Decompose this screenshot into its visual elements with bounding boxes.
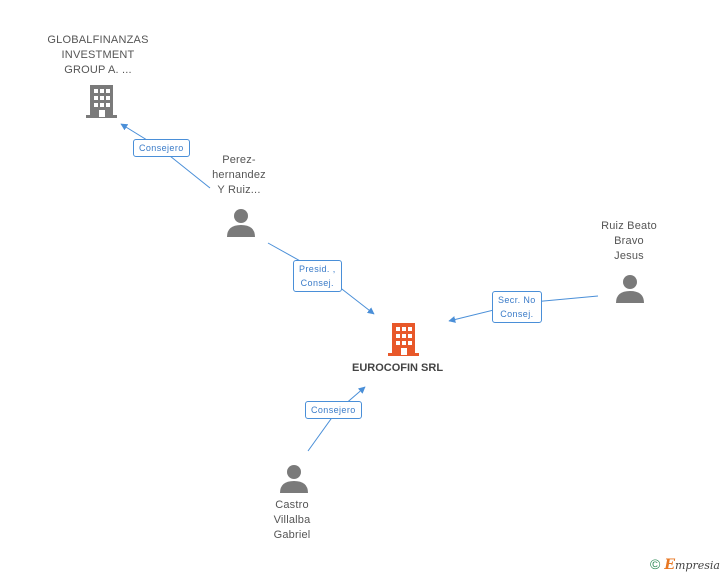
edge-label-ruiz-eurocofin: Secr. No Consej. (492, 291, 542, 323)
node-label-line: hernandez (212, 169, 266, 181)
node-label-line: Villalba (273, 514, 311, 526)
edge-label-castro-eurocofin: Consejero (305, 401, 362, 419)
building-icon[interactable] (387, 321, 420, 357)
edge-castro-eurocofin (307, 386, 366, 452)
building-icon[interactable] (85, 83, 118, 119)
edge-label-perez-globalfinanzas: Consejero (133, 139, 190, 157)
node-label-line: Bravo (614, 235, 644, 247)
node-label-line: GROUP A. ... (64, 64, 132, 76)
node-label-line: Gabriel (273, 529, 311, 541)
edge-label-line: Consejero (139, 143, 184, 153)
node-label-line: Ruiz Beato (601, 220, 657, 232)
node-label-line: GLOBALFINANZAS (47, 34, 149, 46)
node-label-line: Perez- (222, 154, 256, 166)
node-label-line: Jesus (614, 250, 644, 262)
edge-label-line: Consej. (500, 309, 534, 319)
person-icon[interactable] (615, 273, 645, 303)
node-eurocofin-label[interactable]: EUROCOFIN SRL (352, 362, 444, 374)
person-icon[interactable] (226, 207, 256, 237)
brand-logo: Empresia (664, 557, 720, 573)
person-icon[interactable] (279, 463, 309, 493)
copyright-badge[interactable]: ©Empresia (650, 556, 720, 573)
node-label-line: INVESTMENT (61, 49, 135, 61)
edge-label-perez-eurocofin: Presid. , Consej. (293, 260, 342, 292)
edge-label-line: Presid. , (299, 264, 336, 274)
node-ruiz-label[interactable]: Ruiz Beato Bravo Jesus (584, 219, 674, 264)
node-label-line: Y Ruiz... (217, 184, 261, 196)
edge-label-line: Consej. (300, 278, 334, 288)
edge-label-line: Consejero (311, 405, 356, 415)
node-perez-label[interactable]: Perez- hernandez Y Ruiz... (194, 153, 284, 198)
edge-label-line: Secr. No (498, 295, 536, 305)
node-globalfinanzas-label[interactable]: GLOBALFINANZAS INVESTMENT GROUP A. ... (38, 33, 158, 78)
node-label-line: Castro (275, 499, 309, 511)
node-castro-label[interactable]: Castro Villalba Gabriel (247, 498, 337, 543)
copyright-icon: © (650, 556, 661, 572)
